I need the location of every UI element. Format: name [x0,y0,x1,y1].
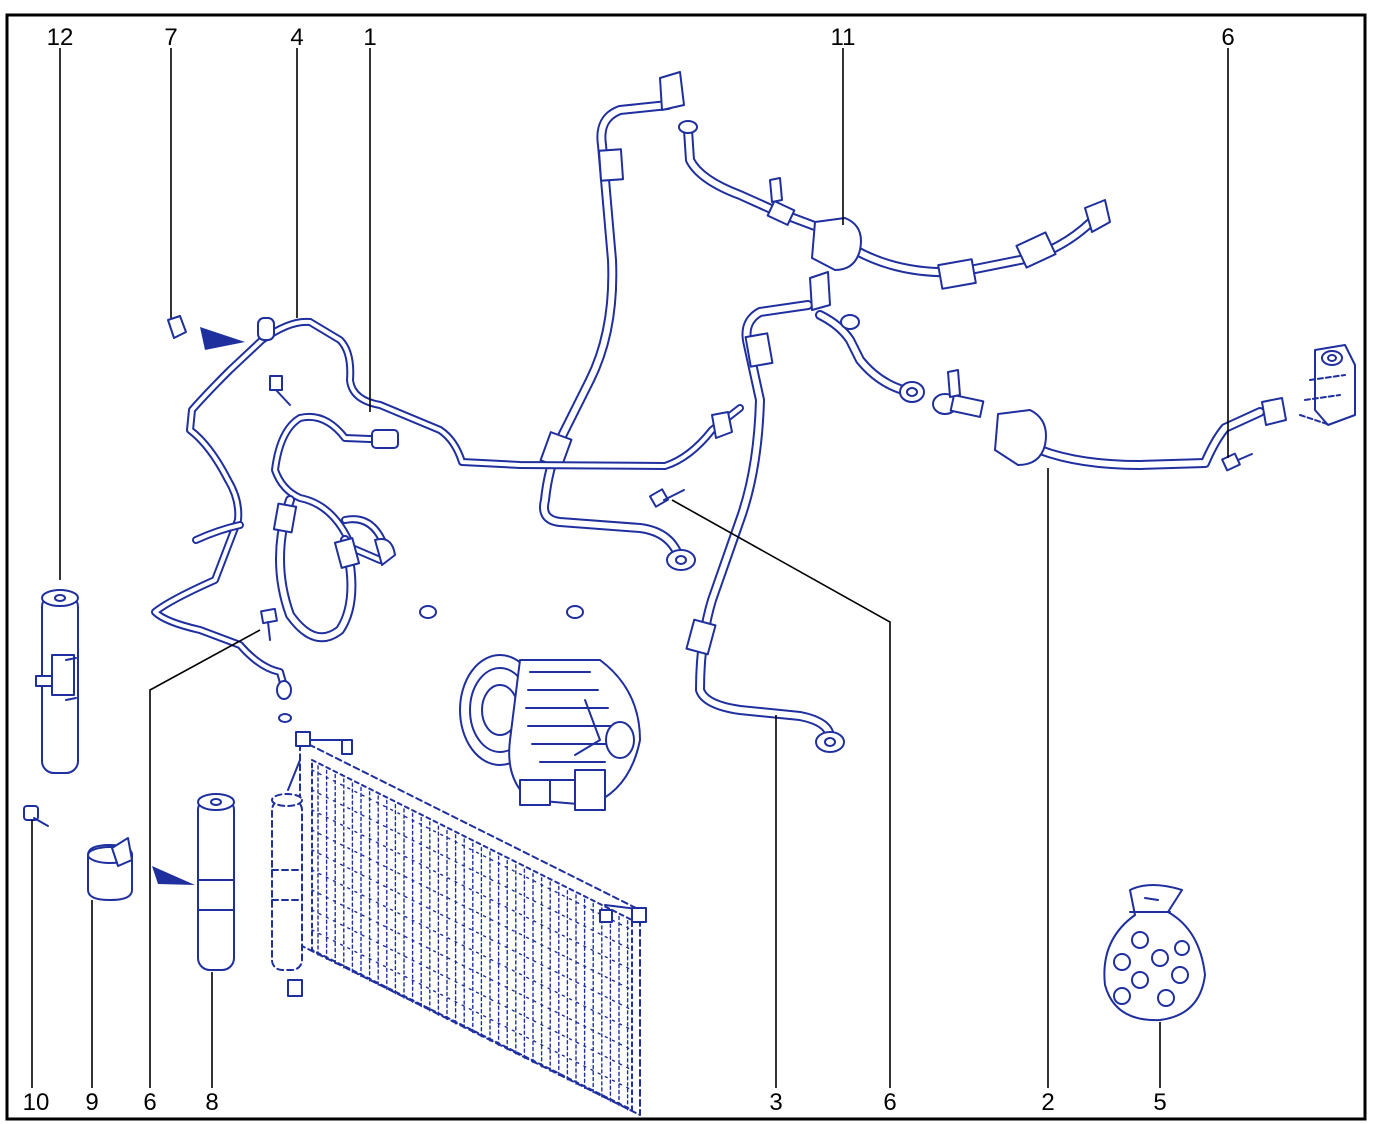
callout-4: 4 [290,24,303,51]
callout-9: 9 [85,1089,98,1116]
callout-3: 3 [769,1089,782,1116]
callout-labels: 12 7 4 1 11 6 10 9 6 8 3 6 2 5 [23,24,1235,1116]
seal-kit-5 [1103,884,1206,1022]
clamp-9 [87,837,133,901]
pipe-1 [271,413,399,643]
bolt-compressor-icon [269,375,291,406]
pipe-2 [685,271,1287,753]
leader-6-center [671,499,891,1088]
compressor [459,654,641,811]
arrow-to-line-4 [200,327,245,350]
bolt-6-right-icon [1221,452,1253,472]
pipe-4 [151,317,744,700]
callout-6-center: 6 [883,1089,896,1116]
callout-6-top: 6 [1221,24,1234,51]
pipe-11 [539,71,1111,571]
condenser [271,731,647,1116]
bolt-icons [23,315,1253,827]
callout-5: 5 [1153,1089,1166,1116]
callout-10: 10 [23,1089,50,1116]
bolt-10-icon [23,805,49,827]
callout-7: 7 [164,24,177,51]
expansion-valve [1299,344,1356,426]
arrow-icons [152,327,245,885]
arrow-to-dryer-8 [152,866,195,885]
callout-12: 12 [47,24,74,51]
bolt-6-left-icon [260,607,278,641]
clip-7-icon [167,315,187,339]
callout-2: 2 [1041,1089,1054,1116]
callout-6-left: 6 [143,1089,156,1116]
dryer-12 [35,589,79,774]
callout-11: 11 [831,24,856,51]
bolt-6-center-icon [648,488,685,508]
leader-lines [31,48,1229,1088]
assembly-guide-lines [50,103,1318,870]
dryer-8 [197,793,235,971]
leader-6-left [149,629,261,1088]
callout-8: 8 [205,1089,218,1116]
diagram-frame [5,13,1367,1121]
callout-1: 1 [363,24,376,51]
